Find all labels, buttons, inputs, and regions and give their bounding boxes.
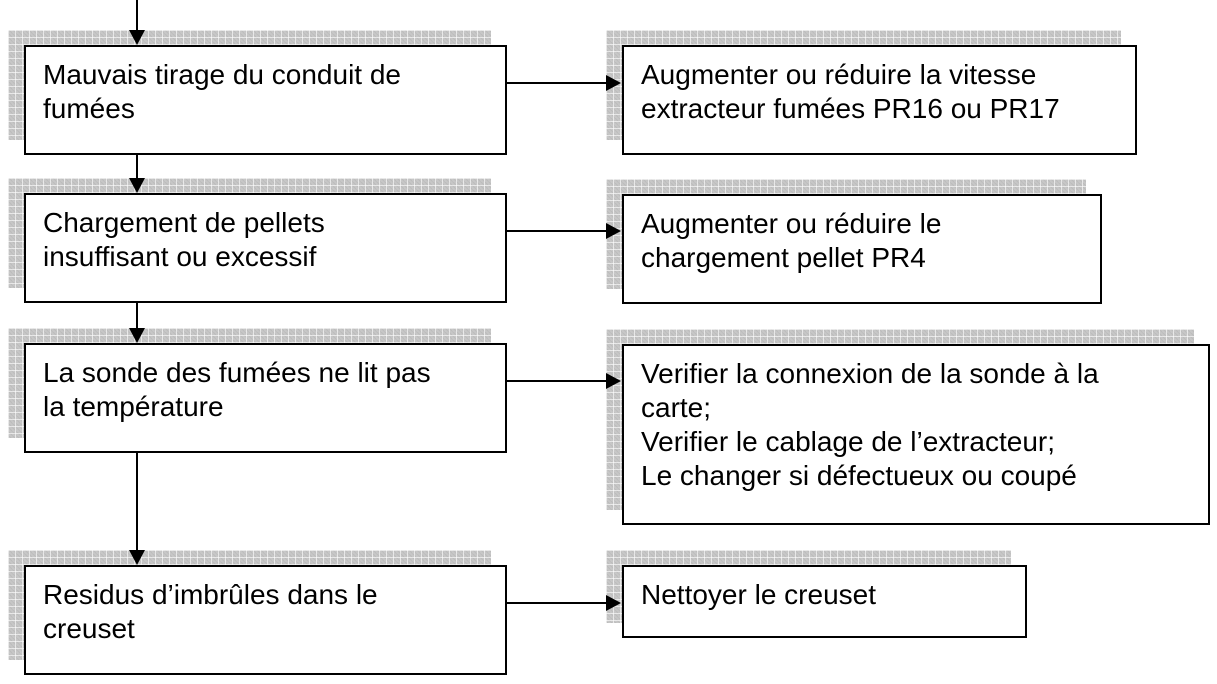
remedy-box-4-text: Nettoyer le creuset [641, 579, 876, 610]
arrowhead-down-icon [129, 178, 145, 193]
arrowhead-right-icon [606, 373, 621, 389]
cause-box-3-text: La sonde des fumées ne lit pas la tempér… [43, 357, 431, 422]
cause-box-2-text: Chargement de pellets insuffisant ou exc… [43, 207, 325, 272]
connector-line-3 [505, 380, 606, 382]
remedy-box-3: Verifier la connexion de la sonde à la c… [622, 344, 1210, 525]
connector-line-2 [505, 230, 606, 232]
cause-box-4: Residus d’imbrûles dans le creuset [24, 565, 507, 675]
arrowhead-right-icon [606, 595, 621, 611]
arrowhead-right-icon [606, 223, 621, 239]
cause-box-4-text: Residus d’imbrûles dans le creuset [43, 579, 378, 644]
cause-box-1: Mauvais tirage du conduit de fumées [24, 45, 507, 155]
arrowhead-down-icon [129, 550, 145, 565]
remedy-box-3-text: Verifier la connexion de la sonde à la c… [641, 358, 1099, 491]
connector-line-4 [505, 602, 606, 604]
cause-box-1-text: Mauvais tirage du conduit de fumées [43, 59, 401, 124]
connector-line-1 [505, 82, 606, 84]
remedy-box-1-text: Augmenter ou réduire la vitesse extracte… [641, 59, 1060, 124]
arrowhead-down-icon [129, 328, 145, 343]
remedy-box-2: Augmenter ou réduire le chargement pelle… [622, 194, 1102, 304]
flow-line-2-3 [136, 303, 138, 329]
remedy-box-1: Augmenter ou réduire la vitesse extracte… [622, 45, 1137, 155]
remedy-box-2-text: Augmenter ou réduire le chargement pelle… [641, 208, 942, 273]
remedy-box-4: Nettoyer le creuset [622, 565, 1027, 638]
flow-line-top [136, 0, 138, 31]
flow-line-1-2 [136, 155, 138, 179]
cause-box-3: La sonde des fumées ne lit pas la tempér… [24, 343, 507, 453]
cause-box-2: Chargement de pellets insuffisant ou exc… [24, 193, 507, 303]
arrowhead-down-icon [129, 30, 145, 45]
arrowhead-right-icon [606, 75, 621, 91]
flow-line-3-4 [136, 453, 138, 551]
